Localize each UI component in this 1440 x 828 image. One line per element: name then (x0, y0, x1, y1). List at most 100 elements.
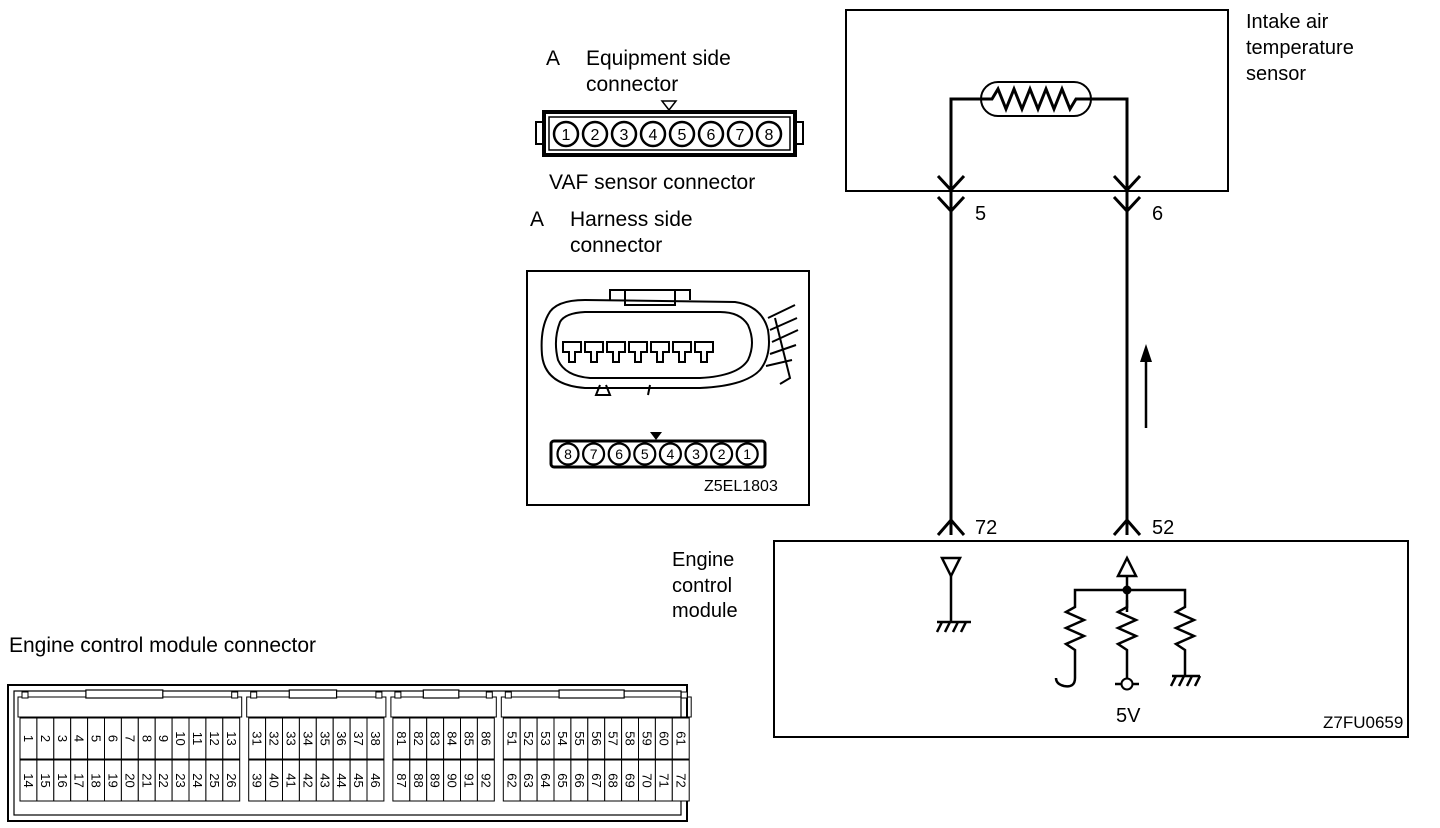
ecm-connector-latch (485, 691, 493, 699)
ecm-connector-pin-label-24: 24 (190, 773, 205, 787)
harness-terminal-slot (562, 341, 582, 363)
equipment-pin-7 (726, 120, 754, 148)
ecm-connector-pin-label-45: 45 (351, 773, 366, 787)
ecm-connector-latch (504, 691, 512, 699)
ecm-connector-pin-label-84: 84 (445, 731, 460, 745)
equipment-connector-inner (548, 116, 791, 151)
ecm-connector-latch (250, 691, 258, 699)
ecm-connector-key-tab (85, 689, 164, 699)
harness-terminal-slot (650, 341, 670, 363)
equipment-pin-4 (639, 120, 667, 148)
ecm-connector-pin-label-89: 89 (428, 773, 443, 787)
ecm-resistor-right (1172, 600, 1198, 676)
harness-pin-label-2: 2 (718, 446, 726, 462)
harness-terminal-slot (584, 341, 604, 363)
ecm-connector-pin-label-58: 58 (623, 731, 638, 745)
ecm-connector-pin-label-65: 65 (555, 773, 570, 787)
ecm-connector-pin-label-92: 92 (478, 773, 493, 787)
ecm-connector-pin-label-55: 55 (572, 731, 587, 745)
equipment-pin-label-7: 7 (736, 127, 745, 144)
harness-terminal-slot (628, 341, 648, 363)
ecm-box (773, 540, 1409, 738)
pin-reference-marker (660, 100, 678, 112)
ecm-chassis-ground-icon (1169, 674, 1202, 687)
ecm-resistor-left-lead (1054, 677, 1077, 688)
harness-connector-terminals (562, 341, 714, 363)
harness-pin-label-1: 1 (743, 446, 751, 462)
ecm-connector-block-frame (246, 696, 387, 718)
ecm-connector: Engine control module connector 11421531… (7, 634, 692, 822)
ecm-connector-pin-label-69: 69 (623, 773, 638, 787)
harness-pin-6 (607, 442, 631, 466)
ecm-resistor-center (1114, 600, 1140, 678)
ecm-connector-pin-label-64: 64 (538, 773, 553, 787)
harness-terminal-slot (606, 341, 626, 363)
ecm-connector-cell-72 (671, 759, 690, 802)
ecm-connector-pin-label-91: 91 (461, 773, 476, 787)
harness-connector-title-line2: connector (570, 234, 662, 257)
harness-pin-8 (556, 442, 580, 466)
ecm-connector-pin-label-61: 61 (673, 731, 688, 745)
ecm-connector-pin-label-4: 4 (72, 735, 87, 742)
ecm-connector-pin-label-88: 88 (411, 773, 426, 787)
sensor-label-line2: temperature (1246, 37, 1354, 59)
equipment-connector-title-line2: connector (586, 73, 678, 96)
ecm-connector-pin-label-8: 8 (139, 735, 154, 742)
ecm-connector-latch (394, 691, 402, 699)
ecm-connector-pin-label-72: 72 (673, 773, 688, 787)
ecm-connector-pin-label-63: 63 (521, 773, 536, 787)
ecm-connector-pin-label-26: 26 (224, 773, 239, 787)
connector-chevron-pin72 (936, 517, 966, 536)
ecm-connector-pin-label-38: 38 (368, 731, 383, 745)
ecm-connector-pin-label-68: 68 (606, 773, 621, 787)
ecm-connector-pin-label-25: 25 (207, 773, 222, 787)
current-direction-arrow-head (1140, 344, 1152, 362)
equipment-pin-label-2: 2 (591, 127, 600, 144)
ground-icon (935, 620, 971, 633)
ecm-connector-pin-label-31: 31 (250, 731, 265, 745)
harness-connector-title-line1: Harness side (570, 208, 693, 231)
ecm-connector-pin-label-2: 2 (38, 735, 53, 742)
ecm-label-line2: control (672, 575, 732, 597)
equipment-pin-label-5: 5 (678, 127, 687, 144)
ecm-connector-pin-label-19: 19 (105, 773, 120, 787)
ecm-connector-key-tab (558, 689, 625, 699)
ecm-connector-pin-label-36: 36 (334, 731, 349, 745)
ecm-connector-pin-label-71: 71 (656, 773, 671, 787)
harness-pin-label-5: 5 (641, 446, 649, 462)
ecm-connector-pin-label-1: 1 (21, 735, 36, 742)
ecm-connector-pin-label-7: 7 (122, 735, 137, 742)
thermistor-resistor-circuit (949, 84, 1129, 190)
ecm-connector-key-tab (422, 689, 460, 699)
harness-connector-letter: A (530, 208, 544, 231)
ecm-connector-cell-46 (366, 759, 385, 802)
ecm-connector-pin-label-17: 17 (72, 773, 87, 787)
harness-pin-label-6: 6 (615, 446, 623, 462)
ecm-connector-pin-label-34: 34 (300, 731, 315, 745)
ecm-pin-52-label: 52 (1152, 517, 1174, 539)
ecm-connector-pin-label-15: 15 (38, 773, 53, 787)
equipment-pin-1 (552, 120, 580, 148)
ecm-connector-pin-label-81: 81 (394, 731, 409, 745)
ecm-connector-pin-label-11: 11 (190, 732, 205, 746)
ecm-connector-latch (21, 691, 29, 699)
ecm-connector-cell-38 (366, 717, 385, 760)
equipment-connector-title-line1: Equipment side (586, 47, 731, 70)
equipment-pin-label-3: 3 (620, 127, 629, 144)
ecm-connector-pin-label-53: 53 (538, 731, 553, 745)
ecm-connector-pin-label-3: 3 (55, 735, 70, 742)
ecm-connector-pin-label-85: 85 (461, 731, 476, 745)
connector-chevron-pin52 (1112, 517, 1142, 536)
ecm-supply-label: 5V (1116, 705, 1141, 727)
equipment-pin-8 (755, 120, 783, 148)
ecm-connector-pin-label-21: 21 (139, 773, 154, 787)
ecm-connector-pin-label-87: 87 (394, 773, 409, 787)
harness-pin-4 (658, 442, 683, 466)
ecm-connector-pin-label-37: 37 (351, 731, 366, 745)
sensor-pin-6-label: 6 (1152, 203, 1163, 225)
ecm-figure-code: Z7FU0659 (1323, 713, 1403, 732)
ecm-connector-pin-label-33: 33 (283, 731, 298, 745)
ecm-connector-pin-label-57: 57 (606, 731, 621, 745)
